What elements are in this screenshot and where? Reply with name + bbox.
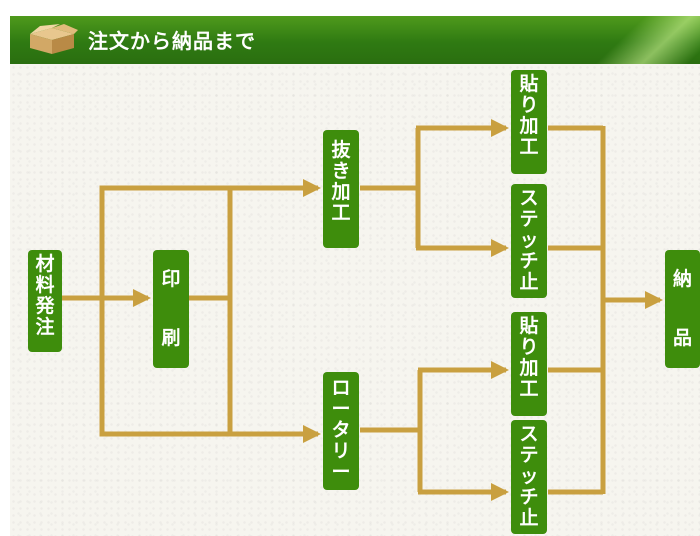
node-char: テ (519, 444, 539, 466)
node-char: テ (519, 208, 539, 230)
node-char: 工 (519, 136, 539, 158)
node-char: 抜 (331, 139, 351, 161)
node-char: リ (331, 440, 351, 462)
node-char: 発 (35, 295, 55, 317)
node-char: タ (331, 419, 351, 441)
node-char: 注 (35, 316, 55, 338)
node-char: 品 (672, 327, 692, 349)
node-char: 工 (519, 378, 539, 400)
node-char: き (331, 160, 351, 182)
node-char: チ (519, 250, 539, 272)
node-char: ロ (331, 377, 351, 399)
node-delivery: 納 品 (665, 250, 700, 368)
node-stitch-bottom: ス テ ッ チ 止 (511, 420, 547, 534)
node-char: ス (519, 187, 539, 209)
node-char: 加 (331, 181, 351, 203)
node-char: 加 (519, 115, 539, 137)
node-material-order: 材 料 発 注 (28, 250, 62, 352)
node-char: 材 (35, 253, 55, 275)
node-char: 止 (519, 507, 539, 529)
node-char: り (519, 94, 539, 116)
bypass-loop (99, 185, 233, 437)
node-char: り (519, 336, 539, 358)
node-char: 貼 (519, 315, 539, 337)
node-char: ッ (519, 229, 539, 251)
node-pasting-top: 貼 り 加 工 (511, 70, 547, 174)
node-char: ー (331, 398, 351, 420)
header-title: 注文から納品まで (88, 29, 256, 53)
node-char: 止 (519, 271, 539, 293)
node-char: 料 (35, 274, 55, 296)
node-printing: 印 刷 (153, 250, 189, 368)
node-char: チ (519, 486, 539, 508)
node-char: 刷 (161, 327, 181, 349)
node-char: 貼 (519, 73, 539, 95)
node-char: ー (331, 461, 351, 483)
node-stitch-top: ス テ ッ チ 止 (511, 184, 547, 298)
node-rotary: ロ ー タ リ ー (323, 372, 359, 490)
node-pasting-bottom: 貼 り 加 工 (511, 312, 547, 416)
node-char: ッ (519, 465, 539, 487)
cardboard-box-icon (30, 24, 78, 54)
section-header: 注文から納品まで (10, 16, 700, 64)
node-char: ス (519, 423, 539, 445)
node-die-cutting: 抜 き 加 工 (323, 130, 359, 248)
node-char: 加 (519, 357, 539, 379)
node-char: 工 (331, 202, 351, 224)
node-char: 印 (161, 268, 181, 290)
node-char: 納 (672, 268, 692, 290)
